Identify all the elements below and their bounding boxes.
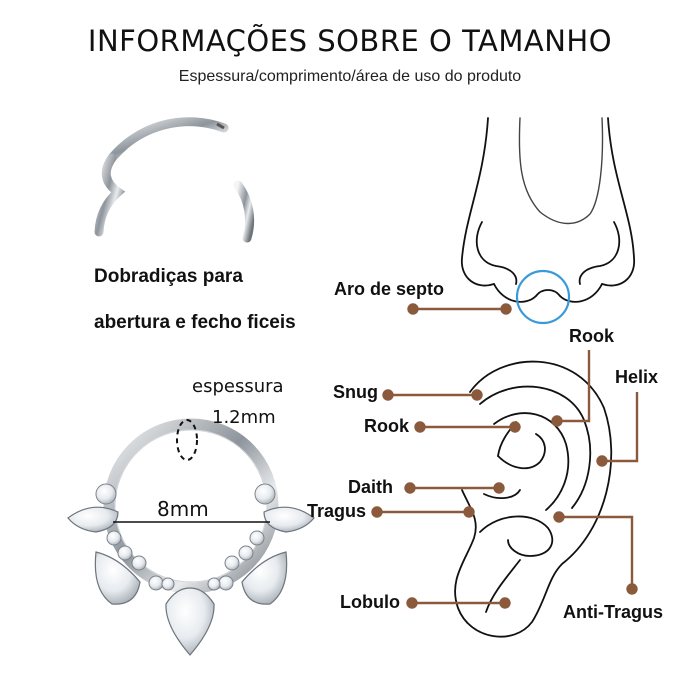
septum-ring	[515, 269, 571, 325]
anti-tragus-label: Anti-Tragus	[563, 602, 664, 622]
helix-label: Helix	[615, 367, 659, 387]
daith-label: Daith	[348, 477, 393, 497]
page-subtitle: Espessura/comprimento/área de uso do pro…	[178, 68, 522, 85]
tragus-label: Tragus	[307, 501, 367, 521]
jewelry-ring	[67, 418, 315, 656]
septum-label: Aro de septo	[334, 279, 445, 299]
nose-drawing	[461, 117, 635, 303]
leader-lines	[371, 303, 639, 609]
thickness-value: 1.2mm	[212, 407, 276, 428]
diameter-value: 8mm	[157, 497, 209, 521]
rook-left-label: Rook	[364, 416, 409, 436]
hinge-caption-line2: abertura e fecho ficeis	[94, 312, 296, 333]
small-stones	[95, 483, 276, 591]
thickness-label: espessura	[192, 376, 284, 397]
hinge-caption-line1: Dobradiças para	[94, 266, 243, 287]
page-title: INFORMAÇÕES SOBRE O TAMANHO	[87, 24, 613, 58]
open-hinge-ring	[94, 117, 255, 243]
rook-top-label: Rook	[569, 326, 614, 346]
snug-label: Snug	[333, 382, 378, 402]
marquise-stones	[67, 506, 315, 656]
lobulo-label: Lobulo	[340, 592, 400, 612]
